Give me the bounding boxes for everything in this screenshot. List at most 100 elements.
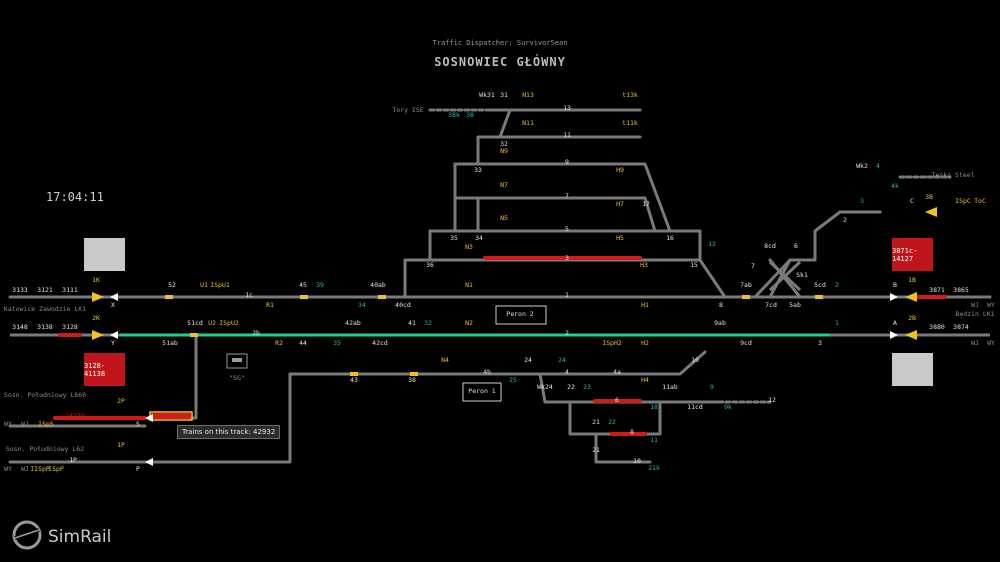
track-label: 21k [648, 464, 660, 472]
track-label: 34 [358, 301, 366, 309]
track-label: 3121 [37, 286, 53, 294]
track-label: ISpP [48, 465, 64, 473]
track-label: Będzin LK1 [955, 310, 994, 318]
track-label: 24 [558, 356, 566, 364]
track-label: H3 [640, 261, 648, 269]
track-label: N5 [500, 214, 508, 222]
track-label: WJ [21, 465, 29, 473]
simrail-logo-icon [12, 520, 42, 550]
track-label: WY [987, 301, 995, 309]
track-label: Tory ISE [392, 106, 423, 114]
track-label: 1P [117, 441, 125, 449]
track-label: 1 [835, 319, 839, 327]
track-label: 4b [483, 368, 491, 376]
track-label: 10 [691, 356, 699, 364]
track-label: 1B [908, 276, 916, 284]
track-label: R2 [275, 339, 283, 347]
track-label: ISpH2 [602, 339, 622, 347]
track-label: 3880 [929, 323, 945, 331]
track-label: 2 [843, 216, 847, 224]
track-label: Peron 2 [506, 310, 533, 318]
track-label: X [111, 301, 115, 309]
track-label: 7 [751, 262, 755, 270]
track-label: 7cd [765, 301, 777, 309]
track-label: 5 [565, 225, 569, 233]
track-label: 5ab [789, 301, 801, 309]
sg-icon [226, 353, 248, 369]
track-label: ToC [974, 197, 986, 205]
track-label: 39 [316, 281, 324, 289]
track-label: 9k [724, 403, 732, 411]
track-label: 21 [592, 446, 600, 454]
train-box-left[interactable]: 3128-41138 [84, 353, 125, 386]
track-label: R1 [266, 301, 274, 309]
track-label: Y [111, 339, 115, 347]
tracks [8, 108, 992, 464]
train-box-right[interactable]: 3871c-14127 [892, 238, 933, 271]
platform-2 [495, 305, 547, 325]
track-label: t11k [622, 119, 638, 127]
track-label: WJ [971, 339, 979, 347]
track-label: Sk1 [796, 271, 808, 279]
track-label: H1 [641, 301, 649, 309]
track-label: 3B [925, 193, 933, 201]
track-label: Sosn. Południowy L660 [4, 391, 86, 399]
station-box-left[interactable] [84, 238, 125, 271]
track-label: Wk31 [479, 91, 495, 99]
track-label: H2 [641, 339, 649, 347]
track-label: 43 [350, 376, 358, 384]
track-label: ISpC [955, 197, 971, 205]
track-label: 24 [524, 356, 532, 364]
track-label: 34 [475, 234, 483, 242]
track-label: S [136, 420, 140, 428]
track-label: Katowice Zawodzie LK1 [4, 305, 86, 313]
track-label: N3 [465, 243, 473, 251]
track-label: 41 [408, 319, 416, 327]
track-label: 1P [69, 456, 77, 464]
track-label: 52 [168, 281, 176, 289]
track-label: 12 [708, 240, 716, 248]
track-label: 35 [333, 339, 341, 347]
clock: 17:04:11 [46, 190, 104, 204]
station-title: SOSNOWIEC GŁÓWNY [434, 55, 566, 69]
track-label: 4a [613, 368, 621, 376]
track-label: 9 [710, 383, 714, 391]
track-label: ISpS [38, 420, 54, 428]
track-label: 6 [794, 242, 798, 250]
track-label: 8cd [764, 242, 776, 250]
signals[interactable] [92, 207, 937, 466]
track-label: N4 [441, 356, 449, 364]
track-label: 9ab [714, 319, 726, 327]
track-label: 24779 [65, 412, 85, 420]
track-label: ISpU2 [219, 319, 239, 327]
track-label: 4k [891, 182, 899, 190]
track-label: 11ab [662, 383, 678, 391]
track-label: Wk24 [537, 383, 553, 391]
track-label: Wk2 [856, 162, 868, 170]
track-label: N13 [522, 91, 534, 99]
track-label: P [136, 465, 140, 473]
track-label: C [910, 197, 914, 205]
track-label: 1K [92, 276, 100, 284]
track-label: 6 [615, 396, 619, 404]
platform-1 [462, 382, 502, 402]
track-label: 31 [500, 91, 508, 99]
station-box-right[interactable] [892, 353, 933, 386]
track-label: 13 [563, 104, 571, 112]
track-label: U1 [200, 281, 208, 289]
track-label: 3128 [62, 323, 78, 331]
track-label: H9 [616, 166, 624, 174]
track-label: 3133 [12, 286, 28, 294]
track-label: WY [987, 339, 995, 347]
track-label: 51ab [162, 339, 178, 347]
track-label: 2 [565, 329, 569, 337]
track-label: WJ [971, 301, 979, 309]
track-label: 5cd [814, 281, 826, 289]
track-4[interactable] [288, 350, 707, 376]
track-label: 17 [642, 200, 650, 208]
track-label: 1c [245, 291, 253, 299]
track-label: 25 [509, 376, 517, 384]
track-label: N11 [522, 119, 534, 127]
track-label: 23 [583, 383, 591, 391]
